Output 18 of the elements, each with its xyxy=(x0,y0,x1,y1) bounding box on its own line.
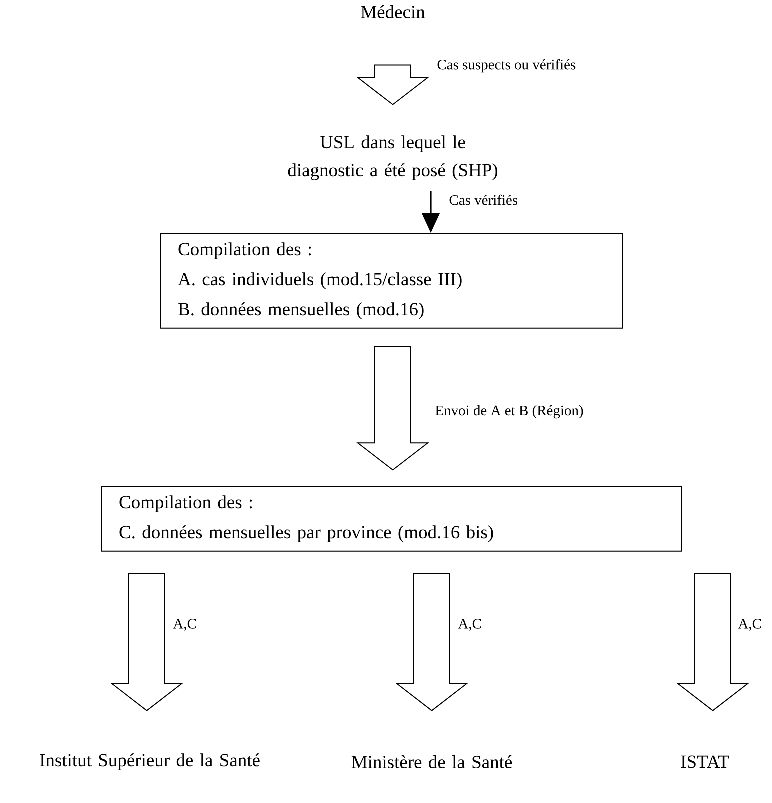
recipient-text: ISTAT xyxy=(681,756,730,768)
source-text: Médecin xyxy=(361,5,426,19)
edge-label: Cas vérifiés xyxy=(450,194,518,206)
edge-label: A,C xyxy=(738,619,762,631)
block-arrow xyxy=(356,64,430,106)
edge-label: Cas suspects ou vérifiés xyxy=(438,59,576,73)
edge-label: A,C xyxy=(173,619,196,631)
block-arrow xyxy=(110,573,184,712)
edge-label: A,C xyxy=(458,619,482,631)
recipient-text: Ministère de la Santé xyxy=(352,756,512,769)
compilation-box: Compilation des : A. cas individuels (mod.15/classe III) B. données mensuelles (mod.16) xyxy=(160,233,624,329)
recipient-text: Institut Supérieur de la Santé xyxy=(40,754,260,770)
block-arrow xyxy=(396,573,468,712)
block-arrow xyxy=(356,346,430,471)
block-arrow xyxy=(676,573,750,712)
edge-label: Envoi de A et B (Région) xyxy=(436,405,584,419)
unit-text: USL dans lequel le diagnostic a été posé (SHP) xyxy=(288,136,498,180)
compilation-box: Compilation des : C. données mensuelles par province (mod.16 bis) xyxy=(102,486,682,552)
